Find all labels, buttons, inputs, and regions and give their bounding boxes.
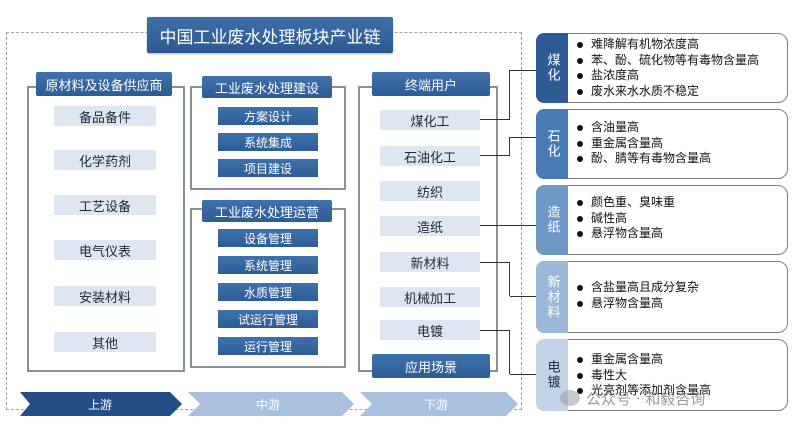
panel-point: 碱性高 — [577, 211, 675, 227]
panel-point: 苯、酚、硫化物等有毒物含量高 — [577, 53, 759, 69]
panel-points: 重金属含量高 毒性大 光亮剂等添加剂含量高 — [577, 352, 711, 399]
connector-line — [510, 70, 538, 71]
upstream-item: 电气仪表 — [54, 240, 156, 260]
construction-item: 项目建设 — [217, 158, 319, 178]
panel-point: 悬浮物含量高 — [577, 296, 699, 312]
downstream-item-machining: 机械加工 — [380, 287, 480, 307]
upstream-item: 备品备件 — [54, 106, 156, 126]
panel-point: 难降解有机物浓度高 — [577, 37, 759, 53]
connector-line — [510, 296, 538, 297]
panel-points: 含盐量高且成分复杂 悬浮物含量高 — [577, 280, 699, 311]
connector-line — [480, 330, 510, 374]
construction-head: 工业废水处理建设 — [202, 76, 332, 98]
downstream-item-paper: 造纸 — [380, 216, 480, 236]
panel-point: 盐浓度高 — [577, 68, 759, 84]
panel-petrochem: 石化 含油量高 重金属含量高 酚、腈等有毒物含量高 — [536, 109, 788, 179]
connector-line — [510, 374, 538, 375]
upstream-head: 原材料及设备供应商 — [36, 72, 172, 96]
panel-tab: 石化 — [536, 109, 568, 179]
panel-tab: 煤化 — [536, 33, 568, 103]
connector-line — [510, 137, 538, 138]
downstream-item-new-material: 新材料 — [380, 252, 480, 272]
upstream-item: 工艺设备 — [54, 195, 156, 215]
operation-item: 系统管理 — [217, 255, 319, 275]
downstream-item-plating: 电镀 — [380, 320, 480, 340]
downstream-head: 终端用户 — [372, 72, 490, 96]
wechat-icon — [560, 390, 580, 406]
panel-point: 光亮剂等添加剂含量高 — [577, 383, 711, 399]
operation-item: 水质管理 — [217, 282, 319, 302]
watermark: 公众号 · 和毅咨询 — [560, 386, 786, 410]
upstream-item: 其他 — [54, 332, 156, 352]
panel-point: 悬浮物含量高 — [577, 226, 675, 242]
upstream-item: 安装材料 — [54, 286, 156, 306]
stage-arrow-downstream — [360, 392, 518, 416]
construction-item: 方案设计 — [217, 106, 319, 126]
watermark-text: 公众号 · 和毅咨询 — [586, 389, 706, 408]
panel-coal-chem: 煤化 难降解有机物浓度高 苯、酚、硫化物等有毒物含量高 盐浓度高 废水来水水质不… — [536, 33, 788, 103]
operation-item: 试运行管理 — [217, 309, 319, 329]
stage-arrows — [20, 392, 518, 416]
panel-point: 毒性大 — [577, 368, 711, 384]
downstream-item-petrochem: 石油化工 — [380, 146, 480, 166]
page-title: 中国工业废水处理板块产业链 — [147, 17, 393, 53]
panel-paper: 造纸 颜色重、臭味重 碱性高 悬浮物含量高 — [536, 185, 788, 255]
connector-line — [480, 70, 510, 120]
panel-point: 重金属含量高 — [577, 352, 711, 368]
downstream-item-textile: 纺织 — [380, 181, 480, 201]
panel-point: 重金属含量高 — [577, 136, 711, 152]
connector-line — [480, 214, 538, 226]
stage-label-midstream: 中游 — [255, 397, 280, 412]
panel-tab: 新材料 — [536, 261, 568, 333]
panel-points: 难降解有机物浓度高 苯、酚、硫化物等有毒物含量高 盐浓度高 废水来水水质不稳定 — [577, 37, 759, 99]
stage-arrow-upstream — [20, 392, 182, 416]
panel-tab: 造纸 — [536, 185, 568, 255]
panel-point: 颜色重、臭味重 — [577, 195, 675, 211]
operation-item: 运行管理 — [217, 336, 319, 356]
panel-point: 酚、腈等有毒物含量高 — [577, 151, 711, 167]
operation-item: 设备管理 — [217, 228, 319, 248]
panel-point: 废水来水水质不稳定 — [577, 84, 759, 100]
upstream-item: 化学药剂 — [54, 150, 156, 170]
panel-points: 颜色重、臭味重 碱性高 悬浮物含量高 — [577, 195, 675, 242]
stage-arrow-midstream — [188, 392, 354, 416]
downstream-footer: 应用场景 — [372, 354, 490, 378]
construction-item: 系统集成 — [217, 132, 319, 152]
stage-label-upstream: 上游 — [87, 397, 112, 412]
connector-line — [480, 262, 510, 296]
stage-label-downstream: 下游 — [423, 397, 448, 412]
panel-point: 含油量高 — [577, 120, 711, 136]
panel-points: 含油量高 重金属含量高 酚、腈等有毒物含量高 — [577, 120, 711, 167]
panel-point: 含盐量高且成分复杂 — [577, 280, 699, 296]
operation-head: 工业废水处理运营 — [202, 200, 332, 222]
downstream-item-coal-chem: 煤化工 — [380, 110, 480, 130]
upstream-column — [27, 86, 185, 372]
panel-new-material: 新材料 含盐量高且成分复杂 悬浮物含量高 — [536, 261, 788, 333]
connector-line — [480, 137, 510, 156]
